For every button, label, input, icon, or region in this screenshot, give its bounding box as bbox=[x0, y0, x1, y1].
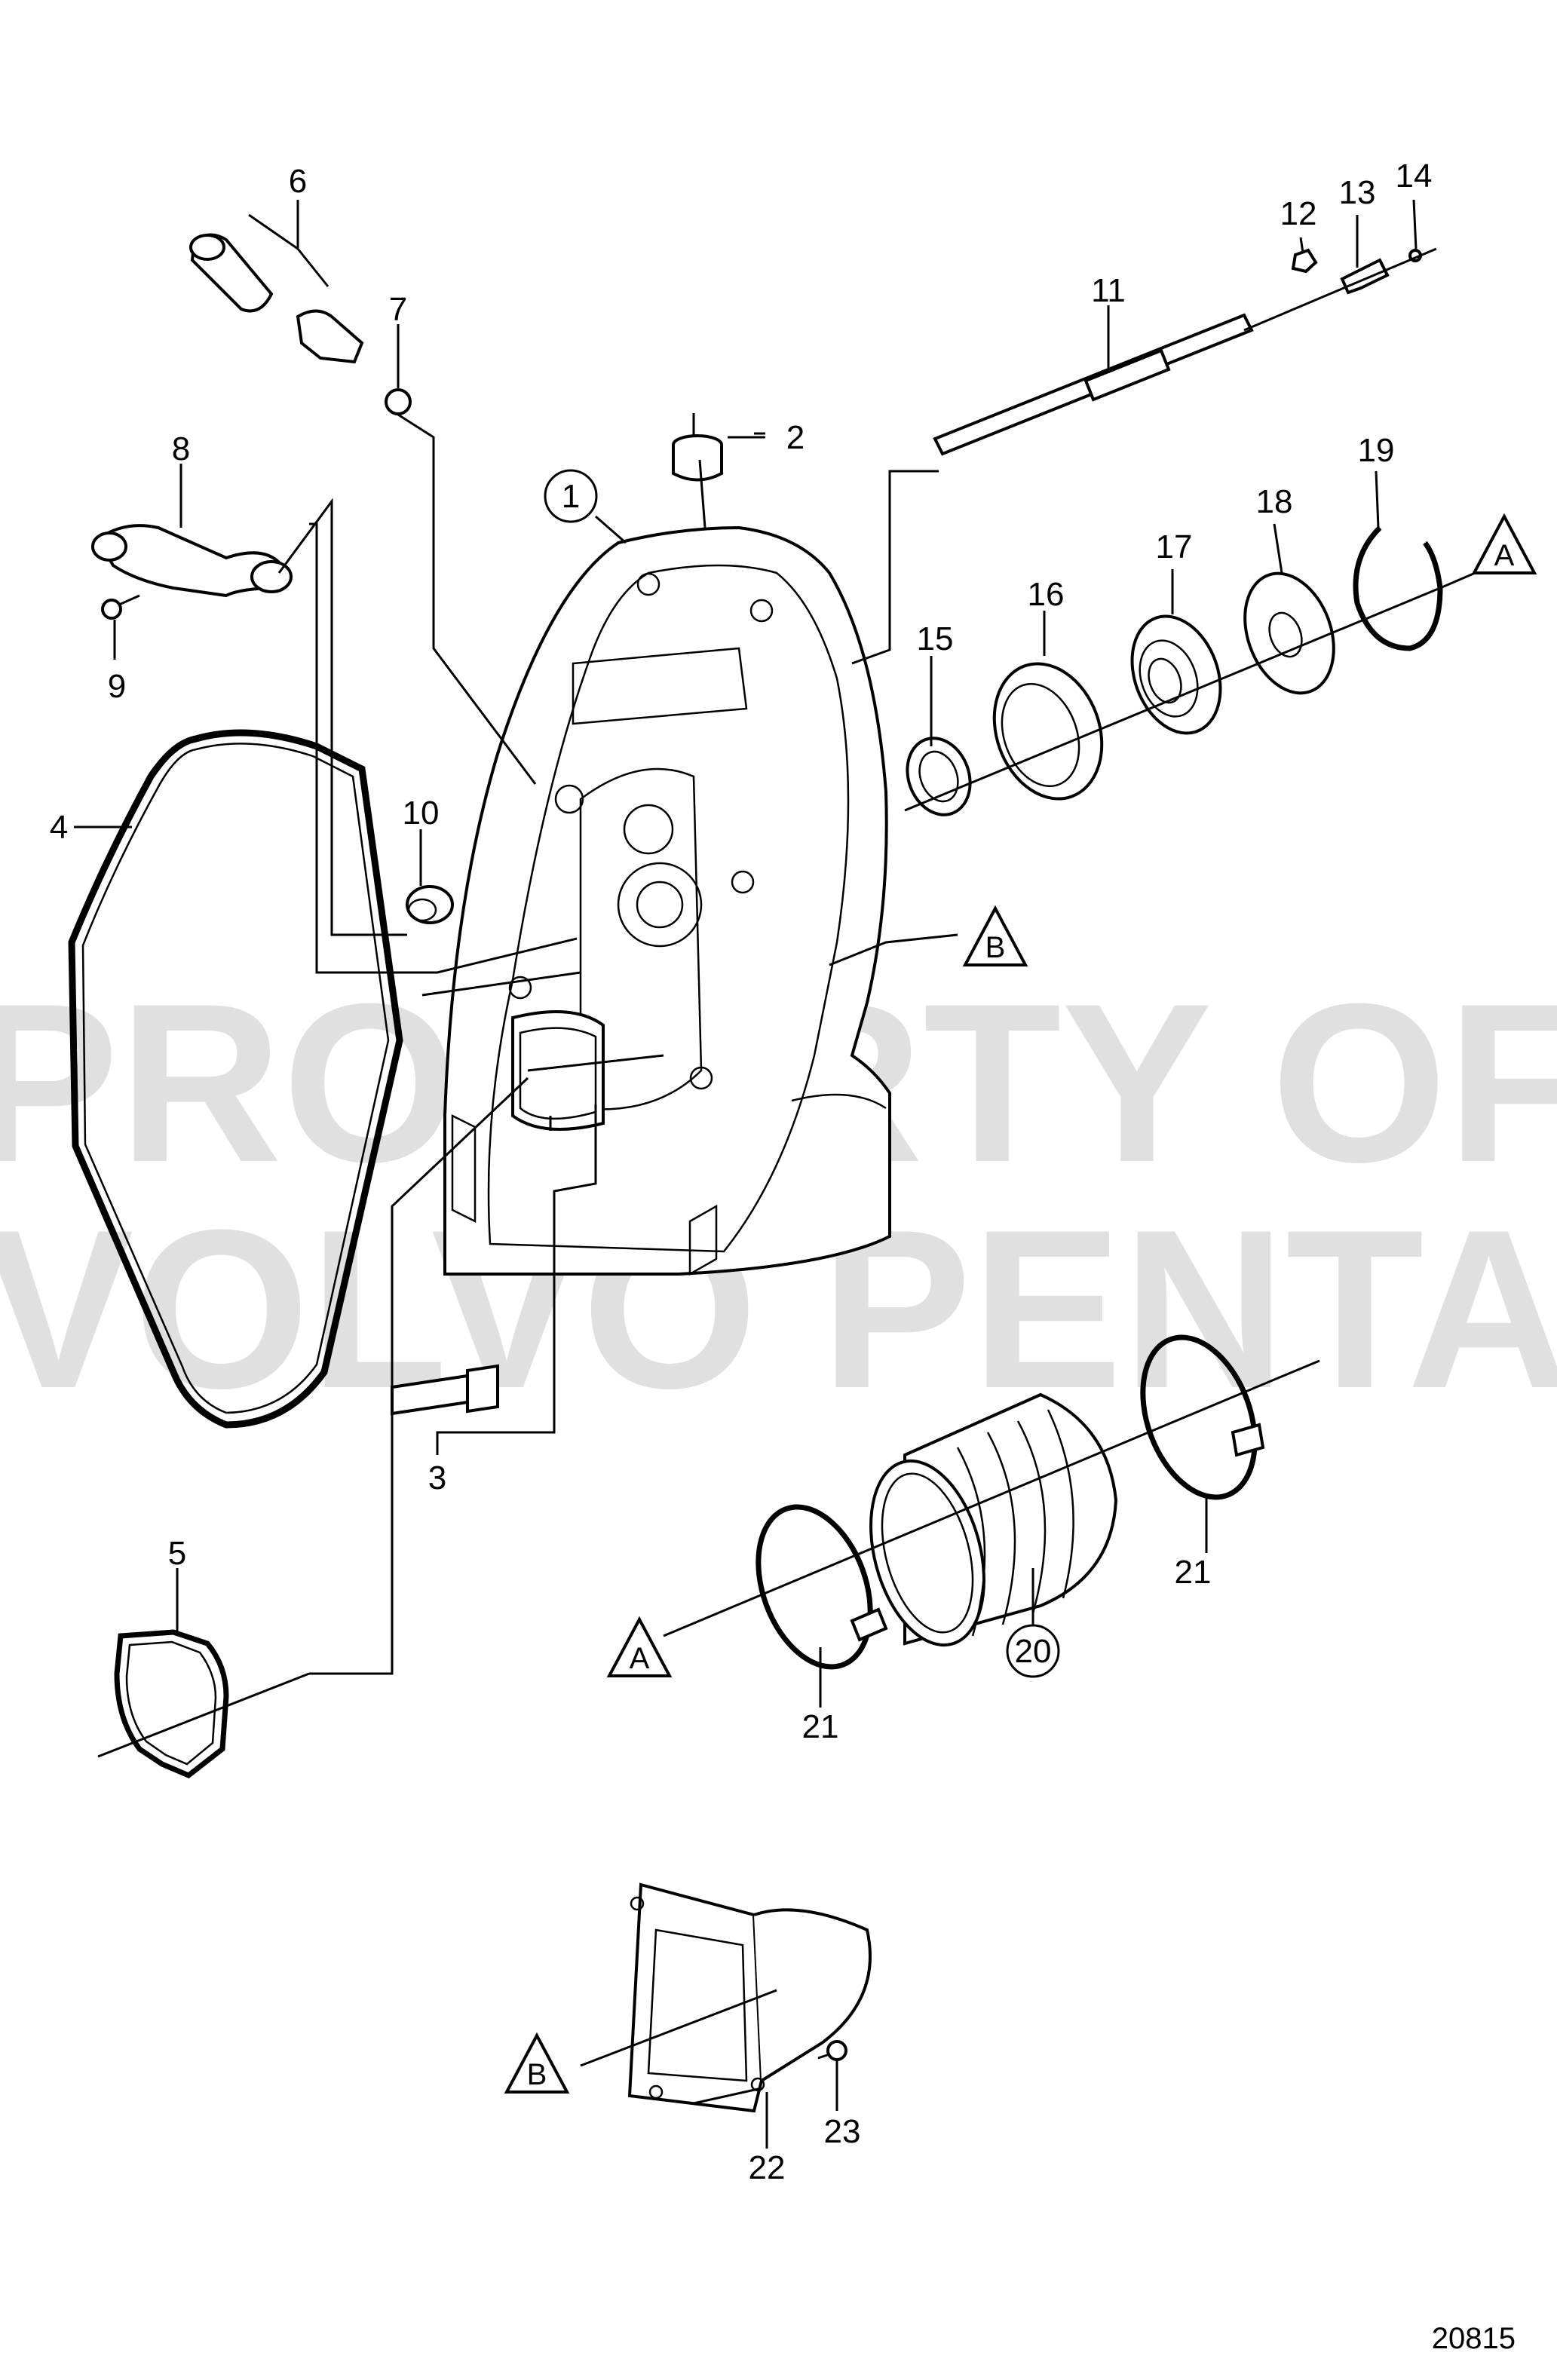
part-18-washer bbox=[1243, 571, 1335, 695]
callout-18: 18 bbox=[1256, 483, 1293, 520]
callout-15: 15 bbox=[917, 620, 954, 657]
callout-6: 6 bbox=[289, 163, 307, 200]
part-21-clamp-rear bbox=[1140, 1334, 1265, 1500]
callout-8: 8 bbox=[172, 430, 190, 467]
part-23-screw bbox=[817, 2040, 847, 2061]
callout-17: 17 bbox=[1156, 528, 1193, 565]
part-11-shaft bbox=[933, 313, 1254, 456]
ref-b-top-label: B bbox=[985, 931, 1006, 964]
part-13-nipple bbox=[1340, 258, 1390, 295]
callout-13: 13 bbox=[1339, 174, 1376, 211]
callout-7: 7 bbox=[389, 291, 407, 328]
ref-triangle-b-bottom bbox=[504, 2032, 570, 2094]
ref-triangle-b-top bbox=[962, 905, 1028, 966]
leader-lines bbox=[74, 199, 1490, 2149]
ref-a-top-label: A bbox=[1494, 539, 1515, 572]
callout-9: 9 bbox=[108, 668, 126, 705]
part-4-gasket bbox=[68, 729, 403, 1429]
callout-23: 23 bbox=[824, 2113, 861, 2150]
part-19-circlip bbox=[1353, 525, 1443, 651]
callout-14: 14 bbox=[1396, 158, 1433, 195]
callout-5: 5 bbox=[168, 1535, 186, 1572]
part-21-clamp-front bbox=[756, 1504, 888, 1670]
callout-3: 3 bbox=[428, 1460, 446, 1496]
part-5-gasket bbox=[114, 1629, 229, 1779]
part-15-seal bbox=[906, 737, 972, 816]
callout-21-rear: 21 bbox=[1175, 1554, 1212, 1591]
part-7-o-ring bbox=[385, 388, 412, 415]
ref-triangle-a-top bbox=[1471, 513, 1537, 574]
callout-12: 12 bbox=[1280, 195, 1317, 232]
callout-10: 10 bbox=[403, 795, 440, 832]
part-2-plug bbox=[672, 413, 723, 482]
part-housing bbox=[443, 525, 891, 1276]
callout-1: 1 bbox=[562, 478, 580, 515]
callout-1-circle bbox=[544, 469, 598, 523]
callout-20: 20 bbox=[1015, 1633, 1052, 1670]
callout-4: 4 bbox=[50, 809, 68, 846]
ref-a-bottom-label: A bbox=[630, 1642, 650, 1675]
callout-21-front: 21 bbox=[802, 1708, 839, 1745]
callout-16: 16 bbox=[1028, 576, 1065, 613]
callout-11: 11 bbox=[1091, 272, 1126, 309]
part-20-bellows bbox=[869, 1392, 1118, 1647]
part-12-nut bbox=[1291, 248, 1318, 274]
part-17-bearing bbox=[1130, 614, 1222, 735]
callout-20-circle bbox=[1006, 1624, 1060, 1678]
part-22-exhaust-elbow bbox=[627, 1882, 872, 2113]
callout-2: 2 bbox=[786, 419, 805, 456]
ref-b-bottom-label: B bbox=[527, 2058, 547, 2091]
part-9-screw bbox=[101, 594, 140, 620]
callout-19: 19 bbox=[1358, 432, 1395, 469]
part-10-bushing bbox=[406, 885, 454, 924]
figure-number: 20815 bbox=[1432, 2322, 1516, 2355]
part-8-elbow bbox=[91, 524, 293, 598]
part-6-fitting bbox=[189, 233, 364, 364]
ref-triangle-a-bottom bbox=[606, 1616, 673, 1677]
part-16-bearing-race bbox=[992, 662, 1104, 801]
callout-labels: 1 2 3 4 5 6 7 8 9 10 11 12 13 14 15 16 1… bbox=[50, 158, 1433, 2186]
callout-22: 22 bbox=[749, 2149, 786, 2186]
reference-markers: A B A B bbox=[504, 513, 1537, 2094]
